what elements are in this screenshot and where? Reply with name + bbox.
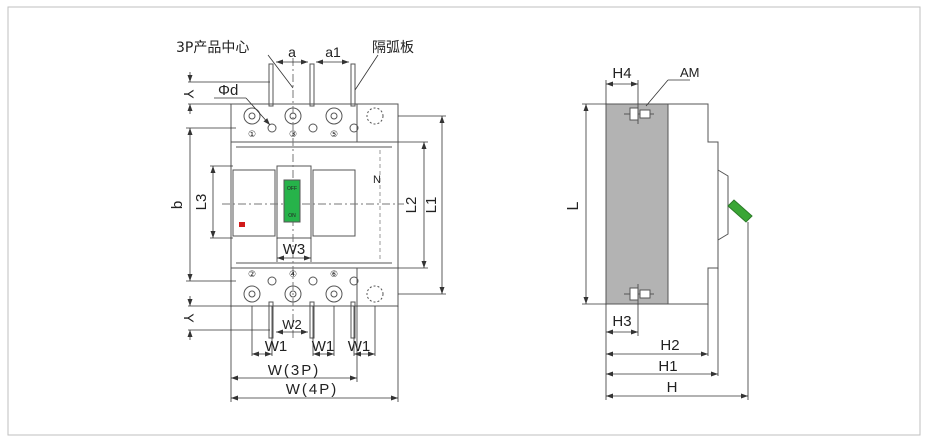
top-terminal-n-pole xyxy=(356,103,399,143)
label-am: AM xyxy=(680,65,700,80)
label-h1: H1 xyxy=(658,358,677,375)
indicator-off-label: OFF xyxy=(287,186,297,192)
handle-window xyxy=(276,165,312,239)
label-a: a xyxy=(288,44,296,60)
window-right xyxy=(312,169,356,237)
label-y-bottom: Y xyxy=(181,313,197,323)
terminal-4-label: ④ xyxy=(289,270,297,280)
terminal-1-label: ① xyxy=(248,130,256,140)
label-w-3p: W(3P) xyxy=(268,362,321,379)
terminal-6-label: ⑥ xyxy=(330,270,338,280)
side-body-base xyxy=(605,103,669,305)
label-l: L xyxy=(565,201,582,210)
operating-handle xyxy=(727,199,753,223)
label-a1: a1 xyxy=(325,44,341,60)
terminal-3-label: ③ xyxy=(289,130,297,140)
label-3p-center: 3P产品中心 xyxy=(176,40,249,56)
bottom-terminal-n-pole xyxy=(356,267,399,307)
front-view xyxy=(222,58,404,340)
terminal-2-label: ② xyxy=(248,270,256,280)
label-l2: L2 xyxy=(403,197,420,214)
label-h4: H4 xyxy=(612,65,631,82)
label-n-pole: N xyxy=(373,174,381,186)
label-w1-mid: W1 xyxy=(312,338,335,355)
label-b: b xyxy=(169,201,186,209)
window-left xyxy=(232,169,276,237)
label-h3: H3 xyxy=(612,313,631,330)
label-y-top: Y xyxy=(181,89,197,99)
label-arc-plate: 隔弧板 xyxy=(372,40,414,56)
terminal-5-label: ⑤ xyxy=(330,130,338,140)
handle-base xyxy=(717,169,729,241)
label-l1: L1 xyxy=(423,197,440,214)
label-w3: W3 xyxy=(283,241,306,258)
label-l3: L3 xyxy=(193,194,210,211)
side-view xyxy=(605,103,729,305)
label-h2: H2 xyxy=(660,337,679,354)
label-h: H xyxy=(667,379,678,396)
outer-frame xyxy=(7,6,921,436)
indicator-on-label: ON xyxy=(288,213,296,219)
label-w-4p: W(4P) xyxy=(286,381,339,398)
label-w1-right: W1 xyxy=(348,338,371,355)
trip-indicator xyxy=(239,222,245,227)
label-w1-left: W1 xyxy=(265,338,288,355)
breaker-front-outline xyxy=(230,103,399,307)
label-phi-d: Φd xyxy=(218,82,238,99)
status-indicator xyxy=(283,179,301,223)
side-body-cover xyxy=(668,103,719,305)
label-w2: W2 xyxy=(282,317,302,332)
